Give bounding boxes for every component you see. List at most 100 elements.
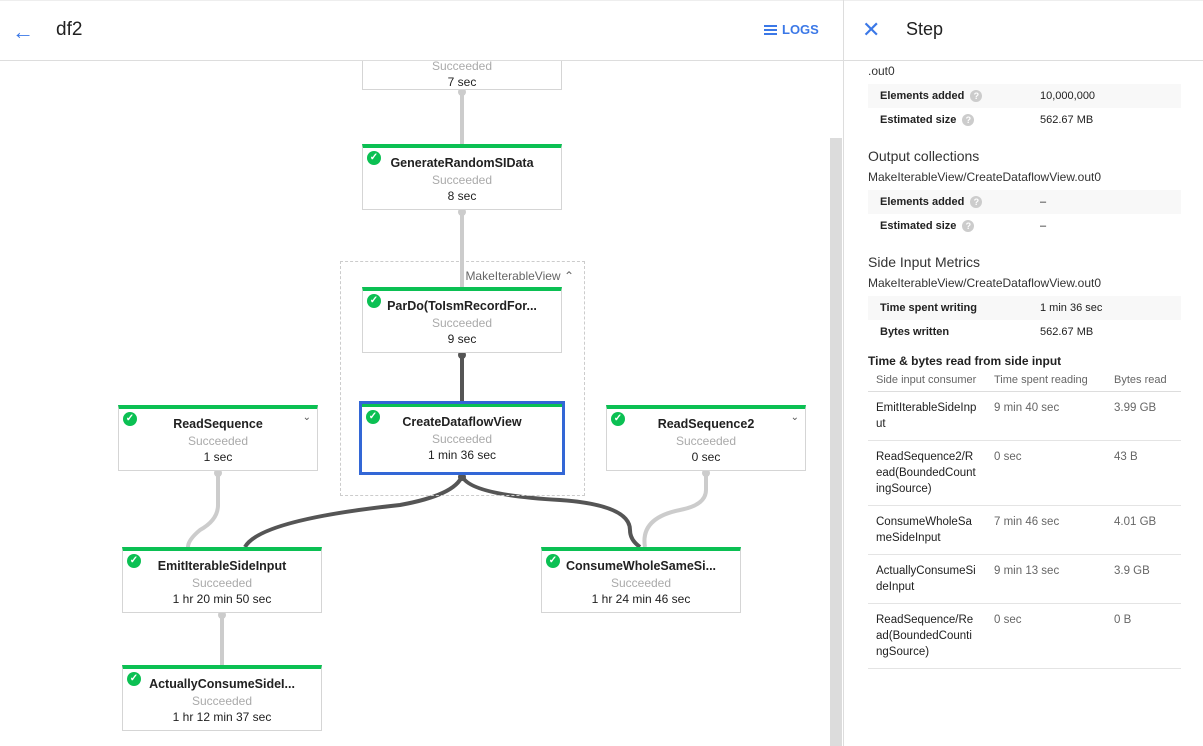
node-duration: 7 sec xyxy=(447,75,477,89)
page-title: df2 xyxy=(56,19,83,40)
table-cell: 0 sec xyxy=(986,603,1106,669)
graph-node[interactable]: ✓ ParDo(ToIsmRecordFor... Succeeded 9 sec xyxy=(362,287,562,353)
table-cell: 0 B xyxy=(1106,603,1181,669)
node-duration: 1 hr 20 min 50 sec xyxy=(172,592,272,606)
node-duration: 1 hr 12 min 37 sec xyxy=(172,710,272,724)
logs-label: LOGS xyxy=(782,22,819,37)
group-label[interactable]: MakeIterableView ⌃ xyxy=(465,269,574,283)
help-icon[interactable]: ? xyxy=(962,220,975,232)
node-duration: 1 sec xyxy=(203,450,233,464)
node-duration: 8 sec xyxy=(447,189,477,203)
step-panel: ✕ Step .out0 Elements added?10,000,000 E… xyxy=(843,0,1203,746)
close-icon[interactable]: ✕ xyxy=(862,17,881,42)
scrollbar[interactable] xyxy=(830,138,842,746)
check-icon: ✓ xyxy=(123,412,137,426)
check-icon: ✓ xyxy=(366,410,380,424)
node-name: CreateDataflowView xyxy=(402,415,522,429)
table-cell: ReadSequence2/Read(BoundedCountingSource… xyxy=(868,440,986,506)
node-status: Succeeded xyxy=(187,434,249,448)
collection-name: .out0 xyxy=(868,64,895,78)
graph-edges xyxy=(186,88,710,665)
check-icon: ✓ xyxy=(367,151,381,165)
group-make-iterable-view: MakeIterableView ⌃ xyxy=(340,261,585,496)
node-status: Succeeded xyxy=(431,59,493,73)
help-icon[interactable]: ? xyxy=(970,90,983,102)
check-icon: ✓ xyxy=(367,294,381,308)
panel-title: Step xyxy=(906,19,944,39)
back-arrow-icon[interactable]: ← xyxy=(12,19,34,44)
graph-node[interactable]: ✓ ActuallyConsumeSideI... Succeeded 1 hr 12… xyxy=(122,665,322,731)
node-name: ParDo(ToIsmRecordFor... xyxy=(387,299,537,313)
table-cell: ActuallyConsumeSideInput xyxy=(868,554,986,604)
table-cell: 3.9 GB xyxy=(1106,554,1181,604)
node-status: Succeeded xyxy=(431,316,493,330)
table-cell: 7 min 46 sec xyxy=(986,505,1106,555)
chevron-down-icon[interactable]: ⌄ xyxy=(790,412,799,423)
table-row: ReadSequence/Read(BoundedCountingSource)… xyxy=(868,603,1181,669)
node-name: GenerateRandomSIData xyxy=(390,156,534,170)
header: ← df2 LOGS xyxy=(0,0,843,61)
table-cell: 9 min 13 sec xyxy=(986,554,1106,604)
metric-row: Estimated size?– xyxy=(880,220,1047,232)
read-heading: Time & bytes read from side input xyxy=(868,354,1062,368)
check-icon: ✓ xyxy=(611,412,625,426)
node-status: Succeeded xyxy=(191,694,253,708)
side-input-heading: Side Input Metrics xyxy=(868,254,981,270)
node-status: Succeeded xyxy=(675,434,737,448)
collection-name: MakeIterableView/CreateDataflowView.out0 xyxy=(868,276,1102,290)
panel-body[interactable]: .out0 Elements added?10,000,000 Estimate… xyxy=(868,62,1181,669)
collection-name: MakeIterableView/CreateDataflowView.out0 xyxy=(868,170,1102,184)
node-status: Succeeded xyxy=(610,576,672,590)
node-status: Succeeded xyxy=(191,576,253,590)
output-heading: Output collections xyxy=(868,148,980,164)
table-cell: 3.99 GB xyxy=(1106,391,1181,441)
edge xyxy=(460,474,642,549)
table-cell: ConsumeWholeSameSideInput xyxy=(868,505,986,555)
node-duration: 1 min 36 sec xyxy=(427,448,497,462)
table-cell: 0 sec xyxy=(986,440,1106,506)
node-name: ConsumeWholeSameSi... xyxy=(565,559,717,573)
metric-row: Estimated size?562.67 MB xyxy=(880,114,1094,126)
table-row: ReadSequence2/Read(BoundedCountingSource… xyxy=(868,440,1181,506)
table-cell: EmitIterableSideInput xyxy=(868,391,986,441)
table-cell: 43 B xyxy=(1106,440,1181,506)
node-duration: 0 sec xyxy=(691,450,721,464)
node-status: Succeeded xyxy=(431,173,493,187)
check-icon: ✓ xyxy=(127,672,141,686)
node-name: ReadSequence xyxy=(173,417,263,431)
edge xyxy=(243,475,464,549)
metric-row: Elements added?10,000,000 xyxy=(868,84,1181,108)
table-cell: 4.01 GB xyxy=(1106,505,1181,555)
help-icon[interactable]: ? xyxy=(970,196,983,208)
node-duration: 9 sec xyxy=(447,332,477,346)
graph-node[interactable]: Succeeded 7 sec xyxy=(362,56,562,90)
list-icon xyxy=(764,24,777,35)
logs-button[interactable]: LOGS xyxy=(764,22,819,37)
node-name: ReadSequence2 xyxy=(657,417,755,431)
graph-node[interactable]: ✓ ConsumeWholeSameSi... Succeeded 1 hr 24 m… xyxy=(541,547,741,613)
table-cell: 9 min 40 sec xyxy=(986,391,1106,441)
chevron-down-icon[interactable]: ⌄ xyxy=(302,412,311,423)
node-status: Succeeded xyxy=(431,432,493,446)
panel-header: ✕ Step xyxy=(844,0,1203,61)
table-cell: ReadSequence/Read(BoundedCountingSource) xyxy=(868,603,986,669)
help-icon[interactable]: ? xyxy=(962,114,975,126)
check-icon: ✓ xyxy=(127,554,141,568)
node-duration: 1 hr 24 min 46 sec xyxy=(591,592,691,606)
edge xyxy=(642,471,708,548)
node-name: ActuallyConsumeSideI... xyxy=(149,677,295,691)
pipeline-graph[interactable]: MakeIterableView ⌃ Succeeded 7 sec ✓ Gener… xyxy=(0,0,843,746)
edge xyxy=(186,471,220,548)
check-icon: ✓ xyxy=(546,554,560,568)
